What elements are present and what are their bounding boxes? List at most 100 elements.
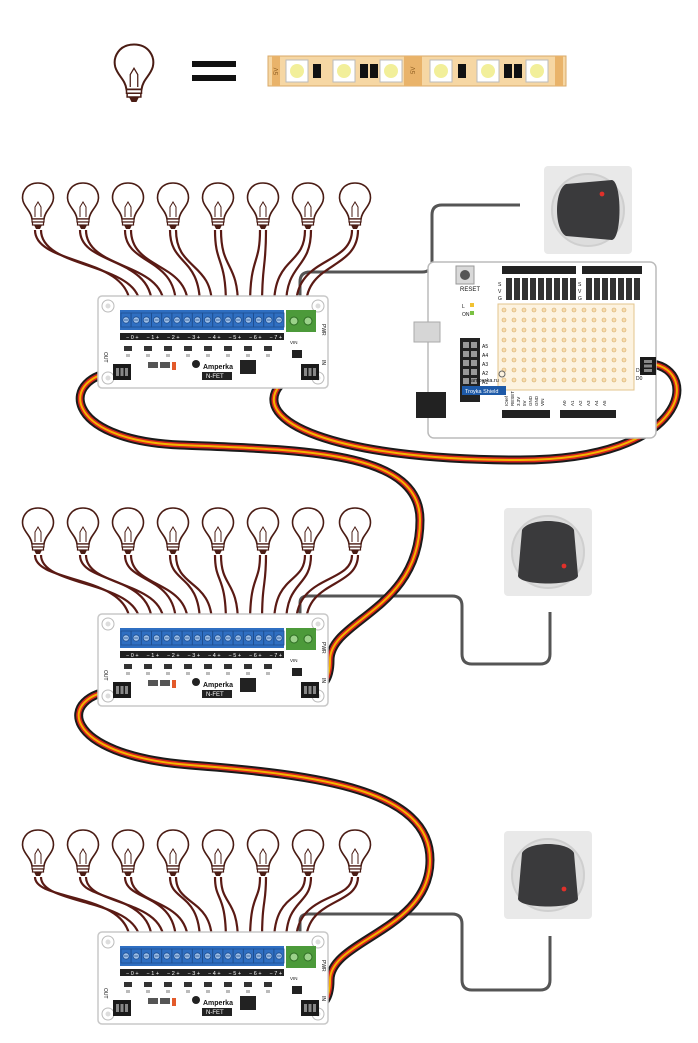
power-pin-label: IOref: [504, 395, 509, 406]
light-bulb-icon: [291, 182, 325, 230]
bulb-wire: [39, 229, 142, 307]
bulb-wire: [129, 229, 190, 307]
screw-terminal: [273, 630, 285, 646]
brand-label: Amperka: [203, 682, 233, 689]
mosfet-board-3: − 0 +− 1 +− 2 +− 3 +− 4 +− 5 +− 6 +− 7 +…: [97, 931, 329, 1025]
power-adapter-1: [543, 165, 633, 255]
screw-terminal: [151, 948, 163, 964]
screw-terminal: [253, 948, 265, 964]
bulb-wire: [284, 876, 313, 943]
screw-terminal: [130, 312, 142, 328]
screw-terminal: [273, 312, 285, 328]
screw-terminal: [191, 948, 203, 964]
bulb-group-3: [21, 829, 372, 943]
reset-button: [460, 270, 470, 280]
channel-label: − 6 +: [249, 971, 262, 977]
bulb-wire: [129, 876, 190, 943]
screw-terminal: [202, 312, 214, 328]
light-bulb-icon: [66, 829, 100, 877]
out-connector: [113, 682, 131, 698]
bulb-wire: [304, 554, 360, 625]
bulb-wire: [272, 876, 307, 943]
bulb-wire: [33, 554, 132, 625]
light-bulb-icon: [66, 507, 100, 555]
mosfet-board-2: − 0 +− 1 +− 2 +− 3 +− 4 +− 5 +− 6 +− 7 +…: [97, 613, 329, 707]
bulb-wire: [260, 554, 268, 625]
light-bulb-icon: [156, 829, 190, 877]
light-bulb-icon: [21, 182, 55, 230]
analog-pin-label: A2: [578, 400, 583, 406]
bulb-wire: [168, 229, 202, 307]
screw-terminal: [161, 630, 173, 646]
chip-label: N-FET: [206, 692, 224, 698]
power-pin-label: RESET: [510, 391, 515, 406]
screw-terminal: [140, 948, 152, 964]
channel-label: − 6 +: [249, 335, 262, 341]
screw-terminal: [212, 312, 224, 328]
light-bulb-icon: [111, 829, 145, 877]
header-label: S: [578, 282, 582, 288]
vin-label: VIN: [290, 976, 298, 981]
bulb-wire: [248, 229, 262, 307]
svg-text:D0: D0: [636, 376, 643, 382]
light-bulb-icon: [291, 829, 325, 877]
bulb-wire: [174, 229, 214, 307]
screw-terminal: [263, 948, 275, 964]
channel-label: − 3 +: [188, 335, 201, 341]
light-bulb-icon: [111, 507, 145, 555]
out-label: OUT: [102, 988, 108, 999]
screw-terminal: [202, 630, 214, 646]
channel-label: − 1 +: [147, 653, 160, 659]
screw-terminal: [273, 948, 285, 964]
channel-label: − 4 +: [208, 653, 221, 659]
screw-terminal: [242, 312, 254, 328]
screw-terminal: [181, 630, 193, 646]
analog-pin-label: A2: [482, 371, 488, 377]
bulb-wire: [219, 229, 240, 307]
screw-terminal: [232, 630, 244, 646]
power-pin-label: 3.3V: [516, 397, 521, 406]
power-pin-label: 5V: [522, 400, 527, 406]
bulb-wire: [284, 229, 313, 307]
bulb-wire: [33, 876, 132, 943]
light-bulb-icon: [156, 182, 190, 230]
light-bulb-icon: [246, 507, 280, 555]
screw-terminal: [263, 312, 275, 328]
channel-label: − 2 +: [167, 971, 180, 977]
screw-terminal: [212, 948, 224, 964]
brand-label: Amperka: [203, 1000, 233, 1007]
light-bulb-icon: [111, 182, 145, 230]
screw-terminal: [120, 948, 132, 964]
bulb-wire: [39, 876, 142, 943]
light-bulb-icon: [201, 507, 235, 555]
screw-terminal: [130, 630, 142, 646]
screw-terminal: [120, 312, 132, 328]
bulb-wire: [213, 554, 228, 625]
channel-label: − 7 +: [270, 653, 283, 659]
light-bulb-icon: [156, 507, 190, 555]
mosfet-board-1: − 0 +− 1 +− 2 +− 3 +− 4 +− 5 +− 6 +− 7 +…: [97, 295, 329, 389]
svg-text:D1: D1: [636, 368, 643, 374]
pwr-label: PWR: [320, 960, 326, 972]
header-label: G: [498, 296, 502, 302]
analog-pin-label: A1: [482, 380, 488, 386]
screw-terminal: [222, 630, 234, 646]
channel-label: − 0 +: [126, 335, 139, 341]
chip-label: N-FET: [206, 374, 224, 380]
screw-terminal: [120, 630, 132, 646]
channel-label: − 7 +: [270, 335, 283, 341]
light-bulb-icon: [338, 507, 372, 555]
bulb-wire: [213, 229, 228, 307]
analog-pin-label: A4: [482, 353, 488, 359]
bulb-wire: [304, 876, 360, 943]
header-label: S: [498, 282, 502, 288]
screw-terminal: [130, 948, 142, 964]
light-bulb-icon: [21, 507, 55, 555]
vin-label: VIN: [290, 658, 298, 663]
bulb-wire: [260, 229, 268, 307]
screw-terminal: [253, 630, 265, 646]
out-connector: [113, 364, 131, 380]
channel-label: − 4 +: [208, 335, 221, 341]
